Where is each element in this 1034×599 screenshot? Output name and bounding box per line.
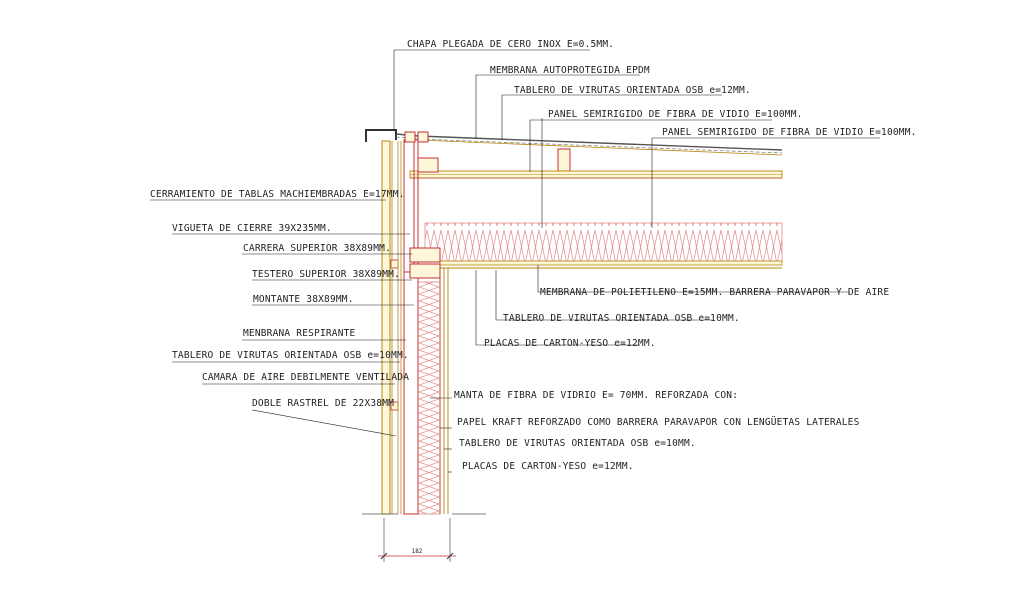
label-carrera: CARRERA SUPERIOR 38X89MM.	[243, 243, 391, 254]
label-montante: MONTANTE 38X89MM.	[253, 294, 354, 305]
rim-joist	[403, 141, 415, 273]
leader-lines	[150, 49, 880, 473]
top-plate-2	[409, 263, 441, 279]
roof-assembly	[365, 129, 783, 269]
label-osb-roof: TABLERO DE VIRUTAS ORIENTADA OSB e=12MM.	[514, 85, 751, 96]
roof-block	[557, 148, 571, 172]
label-chapa: CHAPA PLEGADA DE CERO INOX E=0.5MM.	[407, 39, 614, 50]
label-carton-ceiling: PLACAS DE CARTON-YESO e=12MM.	[484, 338, 656, 349]
label-polietileno: MEMBRANA DE POLIETILENO E=15MM. BARRERA …	[540, 287, 889, 298]
dimension-value: 182	[412, 548, 423, 555]
label-membrana-resp: MENBRANA RESPIRANTE	[243, 328, 356, 339]
top-plate-1	[409, 247, 441, 263]
label-cerramiento: CERRAMIENTO DE TABLAS MACHIEMBRADAS E=17…	[150, 189, 405, 200]
ceiling-insulation	[424, 222, 783, 262]
label-membrana-epdm: MEMBRANA AUTOPROTEGIDA EPDM	[490, 65, 650, 76]
label-osb-ceiling: TABLERO DE VIRUTAS ORIENTADA OSB e=10MM.	[503, 313, 740, 324]
steel-coping	[365, 129, 397, 142]
wall-assembly	[362, 131, 486, 515]
label-camara: CAMARA DE AIRE DEBILMENTE VENTILADA	[202, 372, 409, 383]
annotations: CHAPA PLEGADA DE CERO INOX E=0.5MM. MEMB…	[150, 39, 917, 472]
ceiling-osb	[439, 260, 783, 266]
label-rastrel: DOBLE RASTREL DE 22X38MM	[252, 398, 394, 409]
label-carton-inner: PLACAS DE CARTON-YESO e=12MM.	[462, 461, 634, 472]
label-panel-100-b: PANEL SEMIRIGIDO DE FIBRA DE VIDIO E=100…	[662, 127, 917, 138]
dimension-line: 182	[378, 518, 456, 562]
label-manta: MANTA DE FIBRA DE VIDRIO E= 70MM. REFORZ…	[454, 390, 738, 401]
label-panel-100-a: PANEL SEMIRIGIDO DE FIBRA DE VIDIO E=100…	[548, 109, 803, 120]
label-osb-wall: TABLERO DE VIRUTAS ORIENTADA OSB e=10MM.	[172, 350, 409, 361]
label-osb-inner: TABLERO DE VIRUTAS ORIENTADA OSB e=10MM.	[459, 438, 696, 449]
label-vigueta: VIGUETA DE CIERRE 39X235MM.	[172, 223, 332, 234]
label-kraft: PAPEL KRAFT REFORZADO COMO BARRERA PARAV…	[457, 417, 860, 428]
label-testero: TESTERO SUPERIOR 38X89MM.	[252, 269, 400, 280]
